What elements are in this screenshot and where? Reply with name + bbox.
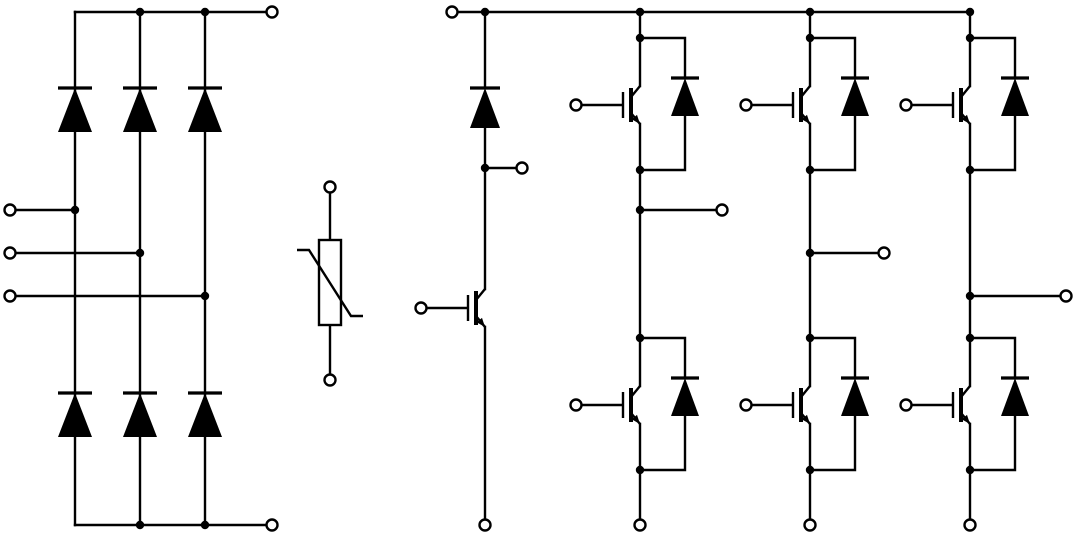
terminal-dc-minus-rectifier [265,518,279,532]
diode-leg3-bottom-triangle [1001,378,1029,416]
thermistor-section [297,180,363,387]
junction-rail-leg2 [805,7,815,17]
wire-leg3-bottom-diode-up [968,336,1017,380]
junction-leg3-phase [965,291,975,301]
igbt-leg3-bottom-emitter-arrow [961,414,970,424]
wire-leg1-top-diode-up [638,36,687,80]
diode-rectifier-top-1-triangle [58,88,92,132]
junction-leg1-top-diode-top [635,33,645,43]
junction-leg2-top-diode-bottom [805,165,815,175]
wire-leg3-top-diode-down [968,114,1017,172]
junction-leg1-top-diode-bottom [635,165,645,175]
igbt-leg3-top-collector [960,85,971,98]
igbt-leg2-top-emitter-arrow [801,114,810,124]
junction-rail-leg1 [635,7,645,17]
terminal-leg1-emitter [633,518,647,532]
igbt-chopper-emitter-arrow [476,317,485,327]
diode-leg2-bottom-triangle [841,378,869,416]
junction-leg3-bottom-diode-top [965,333,975,343]
junction-leg2-phase [805,248,815,258]
diode-rectifier-bottom-3-triangle [188,393,222,437]
junction-leg2-top-diode-top [805,33,815,43]
thermistor-diagonal [297,248,363,318]
junction-leg1-bottom-diode-bottom [635,465,645,475]
terminal-leg1-top-gate [569,98,583,112]
diode-leg3-top-triangle [1001,78,1029,116]
diode-rectifier-bottom-1-triangle [58,393,92,437]
junction-ac2-leg2 [135,248,145,258]
diode-rectifier-top-2-triangle [123,88,157,132]
wire-leg2-top-diode-down [808,114,857,172]
terminal-phase-3 [1059,289,1073,303]
junction-leg3-top-diode-bottom [965,165,975,175]
wire-leg3-bottom-diode-down [968,414,1017,472]
terminal-leg2-bottom-gate [739,398,753,412]
junction-ac1-leg1 [70,205,80,215]
terminal-ac-input-1 [3,203,17,217]
wire-leg1-top-diode-down [638,114,687,172]
igbt-leg2-top-collector [800,85,811,98]
wire-leg1-bottom-diode-down [638,414,687,472]
junction-rect-top-leg2 [135,7,145,17]
terminal-brake-resistor [515,161,529,175]
diode-leg1-top-triangle [671,78,699,116]
terminal-leg2-top-gate [739,98,753,112]
diode-leg1-bottom-triangle [671,378,699,416]
wire-leg3-top-diode-up [968,36,1017,80]
junction-leg1-phase [635,205,645,215]
terminal-ac-input-2 [3,246,17,260]
wire-leg2-bottom-diode-up [808,336,857,380]
igbt-leg3-top-emitter-arrow [961,114,970,124]
terminal-ac-input-3 [3,289,17,303]
terminal-thermistor-top [323,180,337,194]
terminal-chopper-gate [414,301,428,315]
junction-leg1-bottom-diode-top [635,333,645,343]
diode-rectifier-top-3-triangle [188,88,222,132]
terminal-thermistor-bottom [323,373,337,387]
wire-leg2-bottom-diode-down [808,414,857,472]
junction-brake-tap [480,163,490,173]
junction-rect-bottom-leg2 [135,520,145,530]
terminal-leg3-top-gate [899,98,913,112]
rectifier-section [3,5,279,532]
junction-rect-bottom-leg3 [200,520,210,530]
junction-rail-leg3 [965,7,975,17]
igbt-leg3-bottom-collector [960,385,971,398]
igbt-leg2-bottom-emitter-arrow [801,414,810,424]
igbt-leg1-top-collector [630,85,641,98]
terminal-phase-2 [877,246,891,260]
junction-ac3-leg3 [200,291,210,301]
junction-leg2-bottom-diode-bottom [805,465,815,475]
terminal-phase-1 [715,203,729,217]
igbt-leg1-top-emitter-arrow [631,114,640,124]
terminal-leg2-emitter [803,518,817,532]
terminal-dc-plus-inverter [445,5,459,19]
inverter-section [445,5,1073,532]
igbt-leg1-bottom-emitter-arrow [631,414,640,424]
diode-rectifier-bottom-2-triangle [123,393,157,437]
junction-leg3-top-diode-top [965,33,975,43]
wire-leg1-bottom-diode-up [638,336,687,380]
junction-leg3-bottom-diode-bottom [965,465,975,475]
wire-leg2-top-diode-up [808,36,857,80]
igbt-chopper-collector [475,288,486,301]
terminal-leg3-emitter [963,518,977,532]
terminal-leg3-bottom-gate [899,398,913,412]
junction-leg2-bottom-diode-top [805,333,815,343]
terminal-chopper-emitter [478,518,492,532]
diode-chopper-triangle [470,88,500,128]
brake-chopper-section [414,7,529,532]
junction-rect-top-leg3 [200,7,210,17]
igbt-leg1-bottom-collector [630,385,641,398]
diode-leg2-top-triangle [841,78,869,116]
terminal-leg1-bottom-gate [569,398,583,412]
terminal-dc-plus-rectifier [265,5,279,19]
igbt-leg2-bottom-collector [800,385,811,398]
